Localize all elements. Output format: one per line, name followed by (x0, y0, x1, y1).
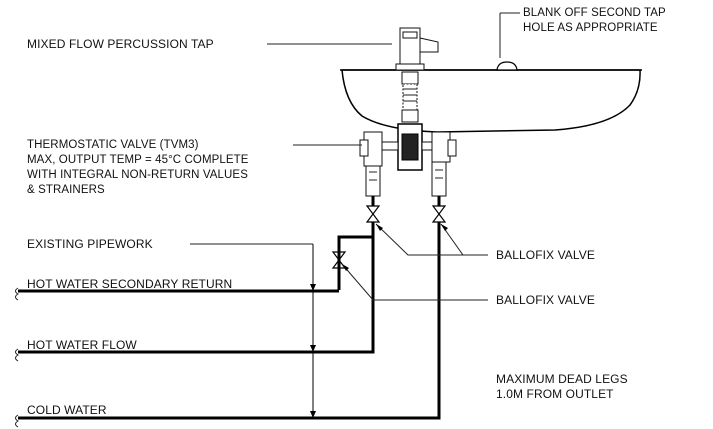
label-existing-pipework: EXISTING PIPEWORK (27, 237, 153, 251)
pipework (18, 222, 441, 420)
blank-cap (496, 61, 518, 71)
percussion-tap (395, 27, 439, 71)
leader-lines (190, 12, 520, 418)
label-ballofix-valve-upper: BALLOFIX VALVE (496, 248, 595, 262)
hot-flow-pipe (18, 222, 375, 354)
thermostatic-valve-body (359, 123, 457, 197)
label-max-dead-legs: MAXIMUM DEAD LEGS 1.0M FROM OUTLET (496, 372, 628, 401)
cold-water-pipe (18, 222, 441, 420)
ballofix-valve-cold (431, 196, 447, 223)
label-hot-water-flow: HOT WATER FLOW (27, 338, 137, 352)
label-hot-water-secondary-return: HOT WATER SECONDARY RETURN (27, 277, 233, 291)
label-mixed-flow-tap: MIXED FLOW PERCUSSION TAP (27, 37, 214, 51)
ballofix-valve-hot (365, 196, 381, 223)
return-loop-pipe (337, 235, 373, 290)
label-cold-water: COLD WATER (27, 403, 107, 417)
tap-tail (401, 71, 419, 123)
wash-basin (341, 69, 641, 133)
label-thermostatic-valve: THERMOSTATIC VALVE (TVM3) MAX, OUTPUT TE… (27, 139, 249, 196)
label-ballofix-valve-lower: BALLOFIX VALVE (496, 293, 595, 307)
label-blank-off-tap-hole: BLANK OFF SECOND TAP HOLE AS APPROPRIATE (523, 7, 666, 34)
pipe-break-symbols (15, 287, 19, 428)
